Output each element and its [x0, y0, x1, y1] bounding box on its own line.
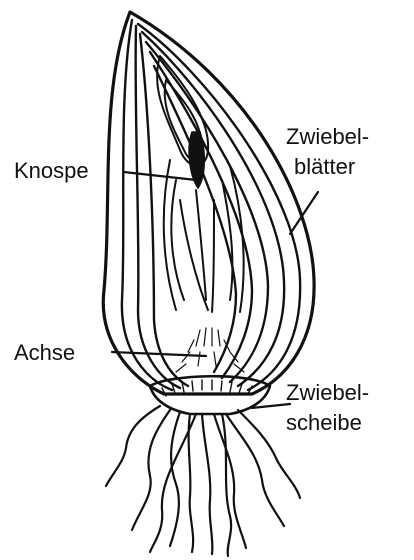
basal-plate-outline	[148, 374, 272, 416]
basal-plate-texture	[161, 379, 253, 397]
bulb-outline	[101, 10, 316, 396]
label-zwiebelblaetter-line1: Zwiebel-	[286, 124, 370, 149]
root-1	[130, 408, 172, 532]
bud-core	[188, 131, 206, 189]
root-5	[212, 412, 248, 550]
inner-bud	[156, 55, 245, 313]
swirl-right	[221, 165, 245, 313]
swirl-left	[162, 159, 185, 311]
root-6	[224, 412, 286, 528]
axis-hatching	[175, 327, 245, 373]
label-zwiebelscheibe-line1: Zwiebel-	[286, 380, 370, 405]
scale-7	[148, 50, 254, 380]
scale-6	[144, 40, 270, 384]
bud-shoot	[179, 189, 215, 313]
scale-5	[140, 30, 286, 388]
leader-zwiebelblaetter	[288, 190, 320, 236]
scale-2	[134, 24, 182, 390]
basal-plate	[148, 374, 272, 416]
scale-4	[136, 22, 302, 392]
leader-achse	[110, 350, 208, 358]
root-10	[220, 412, 233, 558]
label-zwiebelblaetter-line2: blätter	[294, 154, 356, 179]
label-achse: Achse	[14, 340, 76, 365]
leader-lines	[110, 170, 320, 410]
root-7	[236, 408, 302, 500]
root-4	[200, 412, 214, 556]
leader-zwiebelscheibe	[250, 402, 292, 410]
label-knospe: Knospe	[14, 158, 89, 183]
roots	[104, 404, 302, 558]
leader-knospe	[122, 170, 198, 182]
root-3	[187, 412, 195, 554]
scale-1	[120, 18, 174, 392]
scale-3	[138, 32, 190, 388]
root-9	[148, 412, 198, 554]
root-8	[104, 404, 162, 488]
label-zwiebelscheibe-line2: scheibe	[286, 410, 362, 435]
root-2	[168, 410, 182, 548]
